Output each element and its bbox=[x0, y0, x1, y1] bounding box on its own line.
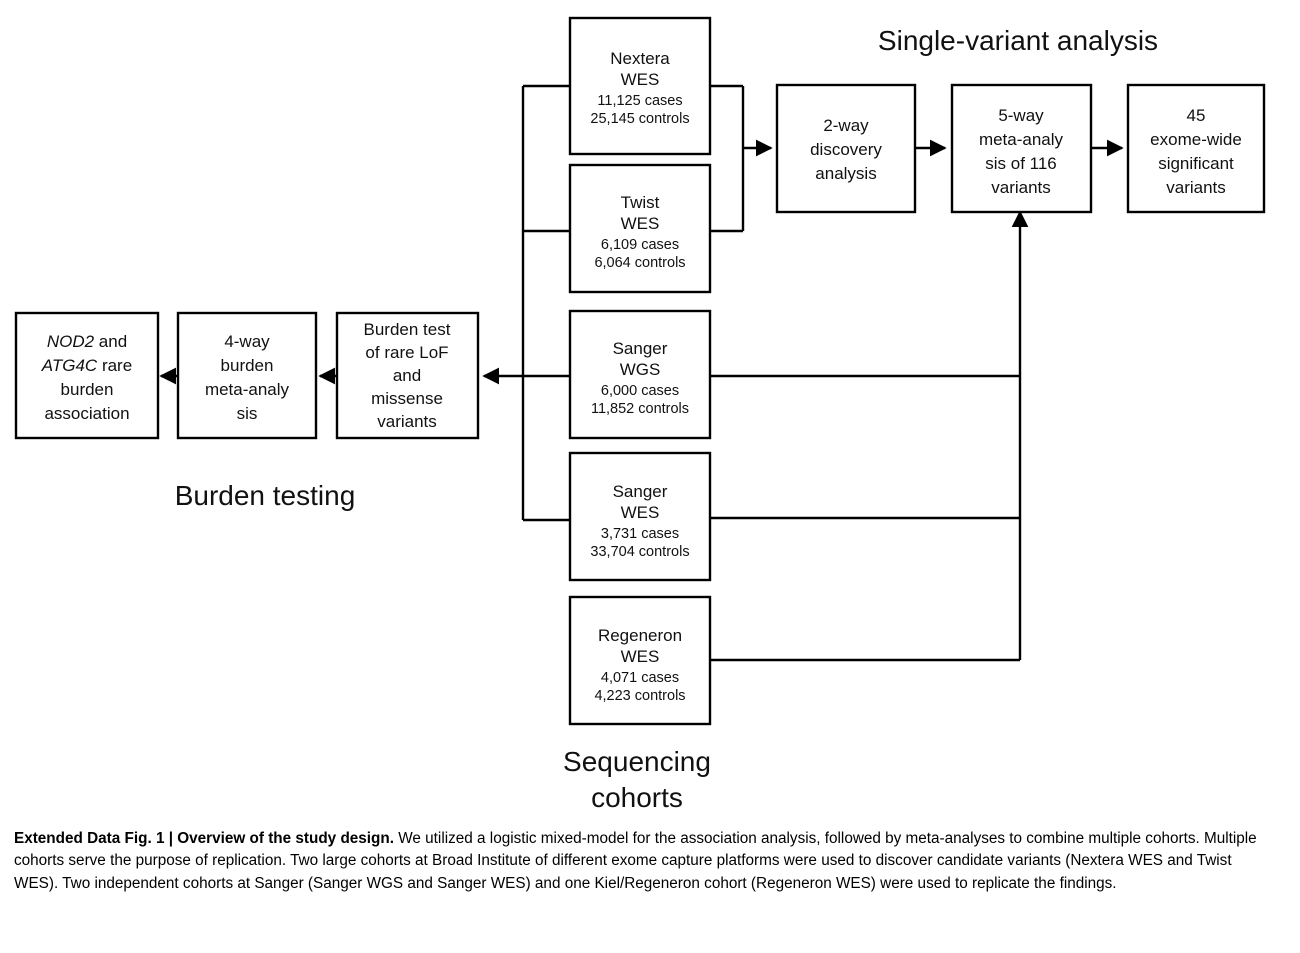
process-line-2: discovery bbox=[810, 140, 882, 159]
process-line-3: burden bbox=[61, 380, 114, 399]
cohort-name-line2: WES bbox=[621, 647, 660, 666]
section-label-single-variant-analysis: Single-variant analysis bbox=[878, 25, 1158, 56]
cohort-box-outline bbox=[568, 595, 712, 726]
process-line-1: 5-way bbox=[998, 106, 1044, 125]
cohort-name-line1: Nextera bbox=[610, 49, 670, 68]
process-line-3: significant bbox=[1158, 154, 1234, 173]
cohort-name-line1: Twist bbox=[621, 193, 660, 212]
cohort-name-line2: WGS bbox=[620, 360, 661, 379]
cohort-box-outline bbox=[568, 451, 712, 582]
process-line-3: and bbox=[393, 366, 421, 385]
cohort-name-line1: Sanger bbox=[613, 339, 668, 358]
process-box-outline bbox=[1126, 83, 1266, 214]
process-line-1: 4-way bbox=[224, 332, 270, 351]
process-box-outline bbox=[14, 311, 160, 440]
process-box-outline bbox=[950, 83, 1093, 214]
cohort-cases: 6,000 cases bbox=[601, 383, 679, 399]
section-label-sequencing-cohorts-line1: Sequencing bbox=[563, 746, 711, 777]
process-box-five-way-meta[interactable]: 5-way meta-analy sis of 116 variants bbox=[950, 83, 1093, 214]
process-line-2: exome-wide bbox=[1150, 130, 1242, 149]
cohort-box-nextera-wes[interactable]: Nextera WES 11,125 cases 25,145 controls bbox=[568, 16, 712, 156]
gene-name-nod2-suffix: and bbox=[94, 332, 127, 351]
cohort-box-sanger-wgs[interactable]: Sanger WGS 6,000 cases 11,852 controls bbox=[568, 309, 712, 440]
process-line-2: ATG4C rare bbox=[41, 356, 132, 375]
process-line-5: variants bbox=[377, 412, 437, 431]
caption-bold-prefix: Extended Data Fig. 1 | Overview of the s… bbox=[14, 830, 394, 847]
process-box-burden-test[interactable]: Burden test of rare LoF and missense var… bbox=[335, 311, 480, 440]
process-line-1: 45 bbox=[1187, 106, 1206, 125]
cohort-name-line1: Regeneron bbox=[598, 626, 682, 645]
gene-name-atg4c-suffix: rare bbox=[97, 356, 132, 375]
cohort-box-outline bbox=[568, 16, 712, 156]
study-design-flowchart: Single-variant analysis Burden testing S… bbox=[14, 16, 1266, 813]
process-line-1: Burden test bbox=[364, 320, 451, 339]
figure-caption: Extended Data Fig. 1 | Overview of the s… bbox=[14, 828, 1268, 895]
process-line-1: 2-way bbox=[823, 116, 869, 135]
gene-name-atg4c: ATG4C bbox=[41, 356, 98, 375]
cohort-box-regeneron-wes[interactable]: Regeneron WES 4,071 cases 4,223 controls bbox=[568, 595, 712, 726]
process-box-outline bbox=[176, 311, 318, 440]
cohort-cases: 3,731 cases bbox=[601, 526, 679, 542]
cohort-box-sanger-wes[interactable]: Sanger WES 3,731 cases 33,704 controls bbox=[568, 451, 712, 582]
process-line-4: variants bbox=[1166, 178, 1226, 197]
cohort-name-line2: WES bbox=[621, 70, 660, 89]
process-box-outline bbox=[775, 83, 917, 214]
process-box-exome-wide-significant[interactable]: 45 exome-wide significant variants bbox=[1126, 83, 1266, 214]
cohort-controls: 11,852 controls bbox=[591, 401, 689, 417]
cohort-cases: 11,125 cases bbox=[597, 93, 682, 109]
process-line-2: burden bbox=[221, 356, 274, 375]
cohort-box-outline bbox=[568, 163, 712, 294]
connector-group bbox=[159, 84, 1124, 662]
cohort-name-line2: WES bbox=[621, 503, 660, 522]
process-line-3: sis of 116 bbox=[985, 154, 1057, 173]
process-line-2: of rare LoF bbox=[365, 343, 448, 362]
process-line-4: missense bbox=[371, 389, 443, 408]
process-line-1: NOD2 and bbox=[47, 332, 127, 351]
process-box-two-way-discovery[interactable]: 2-way discovery analysis bbox=[775, 83, 917, 214]
cohort-name-line2: WES bbox=[621, 214, 660, 233]
cohort-name-line1: Sanger bbox=[613, 482, 668, 501]
process-line-3: analysis bbox=[815, 164, 876, 183]
cohort-controls: 4,223 controls bbox=[594, 688, 685, 704]
cohort-box-twist-wes[interactable]: Twist WES 6,109 cases 6,064 controls bbox=[568, 163, 712, 294]
process-line-4: association bbox=[44, 404, 129, 423]
process-box-four-way-burden-meta[interactable]: 4-way burden meta-analy sis bbox=[176, 311, 318, 440]
cohort-controls: 33,704 controls bbox=[590, 544, 689, 560]
caption-body: We utilized a logistic mixed-model for t… bbox=[14, 830, 1257, 892]
cohort-controls: 25,145 controls bbox=[590, 111, 689, 127]
cohort-box-outline bbox=[568, 309, 712, 440]
cohort-cases: 6,109 cases bbox=[601, 237, 679, 253]
process-line-4: sis bbox=[237, 404, 258, 423]
gene-name-nod2: NOD2 bbox=[47, 332, 95, 351]
process-box-outline bbox=[335, 311, 480, 440]
process-line-4: variants bbox=[991, 178, 1051, 197]
process-box-burden-association-result[interactable]: NOD2 and ATG4C rare burden association bbox=[14, 311, 160, 440]
section-label-burden-testing: Burden testing bbox=[175, 480, 356, 511]
process-line-3: meta-analy bbox=[205, 380, 290, 399]
cohort-cases: 4,071 cases bbox=[601, 670, 679, 686]
section-label-sequencing-cohorts-line2: cohorts bbox=[591, 782, 683, 813]
cohort-controls: 6,064 controls bbox=[594, 255, 685, 271]
process-line-2: meta-analy bbox=[979, 130, 1064, 149]
